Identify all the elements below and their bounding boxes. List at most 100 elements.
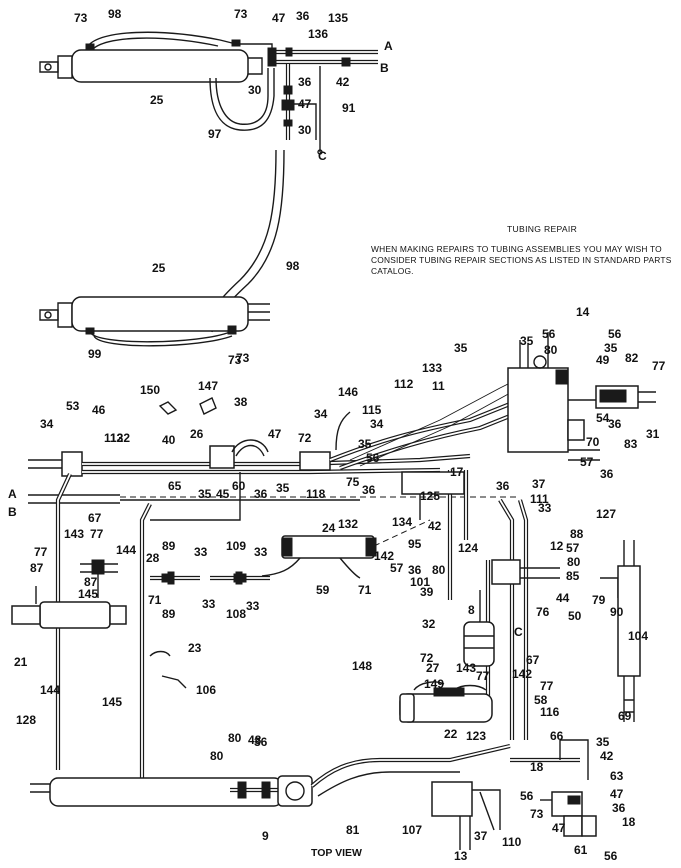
callout-11: 11	[432, 379, 445, 393]
callout-36: 36	[608, 417, 622, 431]
callout-145: 145	[78, 587, 98, 601]
callout-75: 75	[346, 475, 360, 489]
callout-111: 111	[530, 492, 549, 506]
callout-36: 36	[600, 467, 614, 481]
callout-47: 47	[272, 11, 286, 25]
callout-77: 77	[90, 527, 104, 541]
callout-150: 150	[140, 383, 160, 397]
callout-18: 18	[622, 815, 636, 829]
callout-49: 49	[596, 353, 610, 367]
callout-24: 24	[322, 521, 336, 535]
callout-47: 47	[552, 821, 566, 835]
callout-80: 80	[567, 555, 581, 569]
callout-115: 115	[362, 403, 382, 417]
callout-61: 61	[574, 843, 588, 857]
callout-48: 48	[248, 733, 262, 747]
callout-58: 58	[534, 693, 548, 707]
callout-33: 33	[194, 545, 208, 559]
callout-45: 45	[216, 487, 230, 501]
callout-26: 26	[190, 427, 204, 441]
callout-73: 73	[228, 353, 242, 367]
callout-47: 47	[610, 787, 624, 801]
callout-145: 145	[102, 695, 122, 709]
callout-B: B	[8, 505, 17, 519]
callout-54: 54	[596, 411, 610, 425]
callout-33: 33	[538, 501, 552, 515]
callout-80: 80	[228, 731, 242, 745]
callout-37: 37	[474, 829, 488, 843]
callout-A: A	[8, 487, 17, 501]
callout-135: 135	[328, 11, 348, 25]
callout-122: 122	[110, 431, 130, 445]
callout-73: 73	[74, 11, 88, 25]
callout-143: 143	[456, 661, 476, 675]
callout-110: 110	[502, 835, 522, 849]
callout-73: 73	[530, 807, 544, 821]
callout-34: 34	[40, 417, 54, 431]
callout-34: 34	[314, 407, 328, 421]
callout-35: 35	[358, 437, 372, 451]
callout-31: 31	[646, 427, 660, 441]
callout-A: A	[384, 39, 393, 53]
callout-73: 73	[234, 7, 248, 21]
callout-42: 42	[336, 75, 350, 89]
callout-77: 77	[540, 679, 554, 693]
callout-88: 88	[570, 527, 584, 541]
upper-cylinder-assembly	[39, 31, 378, 155]
callout-70: 70	[586, 435, 600, 449]
callout-90: 90	[610, 605, 624, 619]
callout-25: 25	[150, 93, 164, 107]
callout-12: 12	[550, 539, 564, 553]
callout-47: 47	[298, 97, 312, 111]
callout-99: 99	[88, 347, 102, 361]
callout-82: 82	[625, 351, 639, 365]
callout-72: 72	[420, 651, 434, 665]
callout-77: 77	[34, 545, 48, 559]
callout-35: 35	[454, 341, 468, 355]
callout-118: 118	[306, 487, 326, 501]
callout-14: 14	[576, 305, 590, 319]
main-tubing-assembly	[11, 332, 656, 850]
callout-77: 77	[476, 669, 490, 683]
callout-35: 35	[596, 735, 610, 749]
callout-87: 87	[84, 575, 98, 589]
callout-106: 106	[196, 683, 216, 697]
callout-36: 36	[254, 487, 268, 501]
callout-37: 37	[532, 477, 546, 491]
callout-79: 79	[592, 593, 606, 607]
callout-57: 57	[390, 561, 404, 575]
callout-40: 40	[162, 433, 176, 447]
callout-33: 33	[254, 545, 268, 559]
callout-30: 30	[248, 83, 262, 97]
callout-13: 13	[454, 849, 468, 863]
callout-98: 98	[286, 259, 300, 273]
callout-B: B	[380, 61, 389, 75]
callout-53: 53	[66, 399, 80, 413]
callout-80: 80	[544, 343, 558, 357]
callout-42: 42	[428, 519, 442, 533]
callout-C: C	[514, 625, 523, 639]
callout-39: 39	[420, 585, 434, 599]
callout-36: 36	[254, 735, 268, 749]
callout-76: 76	[536, 605, 550, 619]
callout-35: 35	[198, 487, 212, 501]
callout-113: 113	[104, 431, 124, 445]
callout-116: 116	[540, 705, 560, 719]
callout-56: 56	[366, 451, 380, 465]
top-view-caption: TOP VIEW	[311, 847, 362, 859]
callout-34: 34	[370, 417, 384, 431]
callout-27: 27	[426, 661, 440, 675]
callout-89: 89	[162, 539, 176, 553]
callout-134: 134	[392, 515, 412, 529]
callout-123: 123	[466, 729, 486, 743]
callout-136: 136	[308, 27, 328, 41]
note-line-3: CATALOG.	[371, 266, 414, 276]
callout-125: 125	[420, 489, 440, 503]
callout-108: 108	[226, 607, 246, 621]
callout-112: 112	[394, 377, 414, 391]
callout-128: 128	[16, 713, 36, 727]
callout-73: 73	[236, 351, 250, 365]
callout-33: 33	[202, 597, 216, 611]
callout-33: 33	[246, 599, 260, 613]
callout-104: 104	[628, 629, 648, 643]
